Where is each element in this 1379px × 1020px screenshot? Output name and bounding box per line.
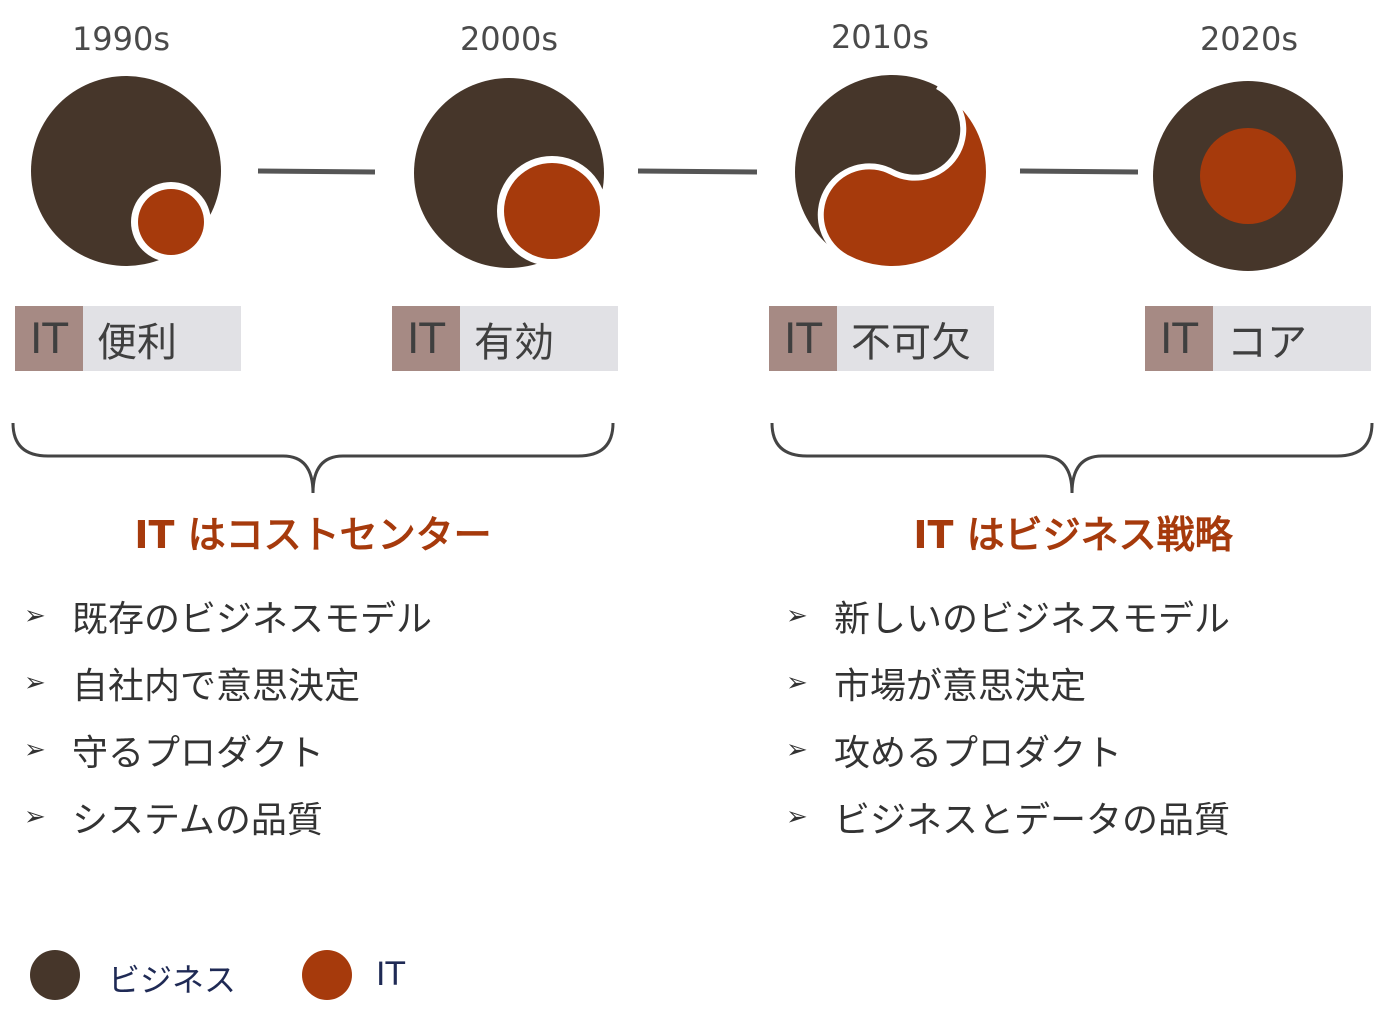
arrow-bullet-icon: ➢ — [786, 600, 808, 631]
connector-line — [637, 168, 758, 175]
list-item: ➢ 新しいのビジネスモデル — [786, 582, 1230, 649]
era-label-2010s: 2010s — [830, 18, 930, 56]
arrow-bullet-icon: ➢ — [24, 801, 46, 832]
era-tag-2000s: IT 有効 — [392, 306, 618, 371]
brace-left — [11, 422, 615, 494]
list-item: ➢ 自社内で意思決定 — [24, 649, 432, 716]
tag-value: 便利 — [83, 306, 241, 371]
connector-line — [1019, 168, 1139, 175]
list-item-text: ビジネスとデータの品質 — [834, 799, 1231, 841]
list-item-text: 守るプロダクト — [72, 732, 325, 774]
arrow-bullet-icon: ➢ — [786, 667, 808, 698]
it-circle — [1200, 128, 1296, 224]
connector-line — [257, 168, 376, 175]
legend-business-dot — [30, 950, 80, 1000]
arrow-bullet-icon: ➢ — [24, 734, 46, 765]
list-item: ➢ 市場が意思決定 — [786, 649, 1230, 716]
it-circle — [138, 189, 204, 255]
list-item-text: 新しいのビジネスモデル — [834, 598, 1231, 640]
tag-value: 有効 — [460, 306, 618, 371]
era-circle-2010s — [795, 75, 992, 272]
arrow-bullet-icon: ➢ — [786, 734, 808, 765]
era-tag-2020s: IT コア — [1145, 306, 1371, 371]
tag-value: コア — [1213, 306, 1371, 371]
era-tag-1990s: IT 便利 — [15, 306, 241, 371]
era-circle-1990s — [31, 76, 221, 266]
list-item: ➢ ビジネスとデータの品質 — [786, 783, 1230, 850]
list-item-text: システムの品質 — [72, 799, 323, 841]
list-item: ➢ 攻めるプロダクト — [786, 716, 1230, 783]
it-circle — [504, 163, 600, 259]
legend-it-label: IT — [376, 955, 405, 993]
arrow-bullet-icon: ➢ — [24, 667, 46, 698]
group-title-business-strategy: IT はビジネス戦略 — [913, 513, 1233, 557]
era-circle-2020s — [1153, 81, 1343, 271]
arrow-bullet-icon: ➢ — [786, 801, 808, 832]
tag-key: IT — [769, 306, 837, 371]
bullet-list-left: ➢ 既存のビジネスモデル ➢ 自社内で意思決定 ➢ 守るプロダクト ➢ システムの品質 — [24, 582, 432, 850]
era-label-1990s: 1990s — [71, 20, 171, 58]
brace-right — [770, 422, 1374, 494]
era-tag-2010s: IT 不可欠 — [769, 306, 994, 371]
tag-key: IT — [392, 306, 460, 371]
list-item-text: 自社内で意思決定 — [72, 665, 361, 707]
it-half — [817, 83, 992, 272]
era-circle-2000s — [414, 78, 607, 268]
list-item: ➢ システムの品質 — [24, 783, 432, 850]
era-label-2000s: 2000s — [459, 20, 559, 58]
list-item-text: 既存のビジネスモデル — [72, 598, 433, 640]
list-item: ➢ 既存のビジネスモデル — [24, 582, 432, 649]
group-title-cost-center: IT はコストセンター — [134, 513, 492, 557]
legend-it-dot — [302, 950, 352, 1000]
tag-key: IT — [15, 306, 83, 371]
list-item-text: 市場が意思決定 — [834, 665, 1087, 707]
era-label-2020s: 2020s — [1199, 20, 1299, 58]
list-item: ➢ 守るプロダクト — [24, 716, 432, 783]
tag-value: 不可欠 — [837, 306, 994, 371]
legend-business-label: ビジネス — [108, 961, 237, 999]
tag-key: IT — [1145, 306, 1213, 371]
arrow-bullet-icon: ➢ — [24, 600, 46, 631]
list-item-text: 攻めるプロダクト — [834, 732, 1123, 774]
timeline-diagram — [31, 75, 1343, 272]
bullet-list-right: ➢ 新しいのビジネスモデル ➢ 市場が意思決定 ➢ 攻めるプロダクト ➢ ビジネスとデー… — [786, 582, 1230, 850]
